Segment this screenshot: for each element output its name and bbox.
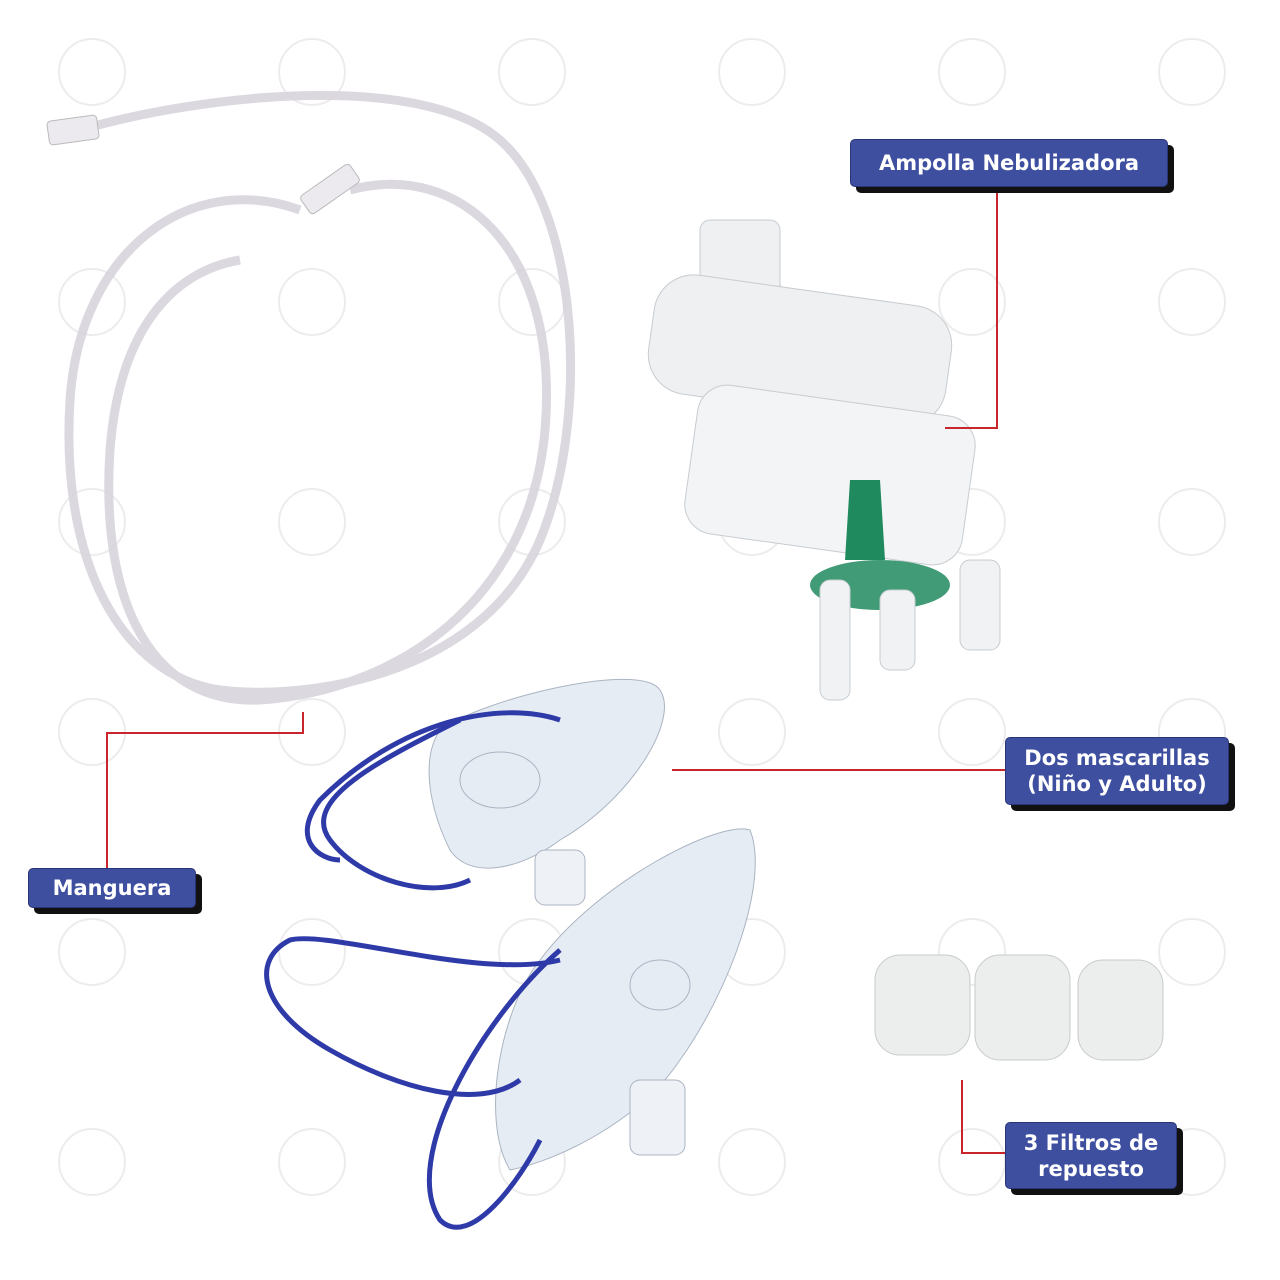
- nebulizer-image: [647, 219, 1001, 701]
- label-tubing: Manguera: [28, 868, 196, 908]
- watermark-logo-icon: [278, 488, 346, 556]
- filter-1: [874, 954, 971, 1056]
- watermark-logo-icon: [1158, 918, 1226, 986]
- leader-line-filters: [961, 1080, 1005, 1154]
- label-tubing-text: Manguera: [52, 876, 172, 900]
- watermark-logo-icon: [718, 698, 786, 766]
- tubing-connector-icon: [46, 114, 360, 215]
- label-masks: Dos mascarillas (Niño y Adulto): [1005, 737, 1229, 805]
- label-masks-line2: (Niño y Adulto): [1027, 772, 1207, 796]
- watermark-logo-icon: [58, 918, 126, 986]
- watermark-logo-icon: [278, 1128, 346, 1196]
- watermark-logo-icon: [938, 38, 1006, 106]
- leader-line-nebulizer: [945, 186, 998, 429]
- filter-2: [974, 954, 1071, 1061]
- leader-line-tubing: [106, 712, 304, 868]
- watermark-logo-icon: [938, 268, 1006, 336]
- label-nebulizer-text: Ampolla Nebulizadora: [878, 151, 1140, 175]
- watermark-logo-icon: [1158, 268, 1226, 336]
- watermark-logo-icon: [58, 268, 126, 336]
- label-filters: 3 Filtros de repuesto: [1005, 1122, 1177, 1189]
- label-filters-line2: repuesto: [1038, 1156, 1144, 1181]
- filters-image: [874, 954, 1164, 1061]
- watermark-logo-icon: [718, 1128, 786, 1196]
- watermark-logo-icon: [278, 918, 346, 986]
- watermark-logo-icon: [58, 488, 126, 556]
- label-filters-line1: 3 Filtros de: [1023, 1130, 1159, 1155]
- watermark-logo-icon: [718, 38, 786, 106]
- filter-3: [1077, 959, 1164, 1061]
- tubing-image: [64, 90, 576, 705]
- leader-lines: [106, 186, 1005, 1154]
- watermark-logo-icon: [278, 38, 346, 106]
- watermark-logo-icon: [938, 918, 1006, 986]
- watermark-logo-icon: [278, 268, 346, 336]
- label-masks-line1: Dos mascarillas: [1024, 746, 1210, 770]
- watermark-logo-icon: [1158, 38, 1226, 106]
- watermark-logo-icon: [498, 38, 566, 106]
- watermark-logo-icon: [58, 1128, 126, 1196]
- watermark-logo-icon: [1158, 488, 1226, 556]
- watermark-logo-icon: [938, 698, 1006, 766]
- label-nebulizer: Ampolla Nebulizadora: [850, 139, 1168, 187]
- watermark-logo-icon: [58, 38, 126, 106]
- masks-image: [264, 678, 756, 1230]
